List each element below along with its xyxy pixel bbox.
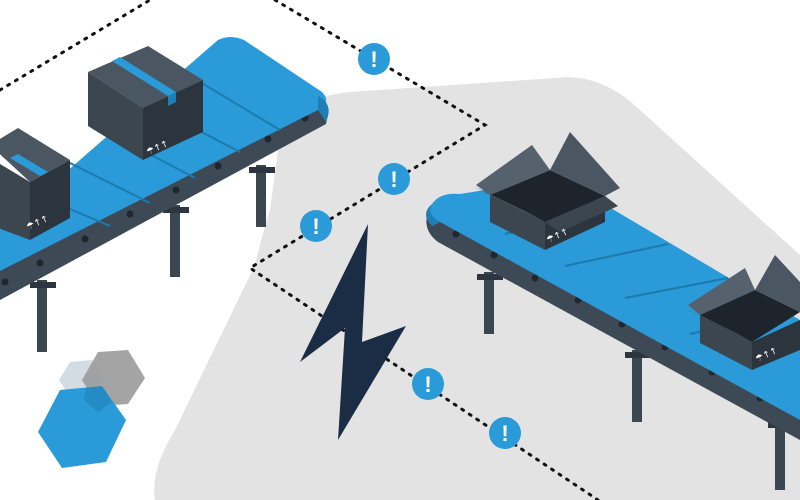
exclamation-circle-icon: ! bbox=[378, 163, 410, 195]
open-box-1: ☂↑↑ bbox=[473, 132, 620, 250]
exclamation-circle-icon: ! bbox=[300, 210, 332, 242]
right-belt-top bbox=[429, 178, 800, 420]
svg-text:!: ! bbox=[312, 214, 319, 239]
exclamation-circle-icon: ! bbox=[412, 368, 444, 400]
svg-text:!: ! bbox=[370, 47, 377, 72]
right-belt-end bbox=[426, 204, 440, 226]
right-belt-side bbox=[426, 212, 800, 440]
left-conveyor-legs bbox=[30, 165, 275, 352]
hexagon-cluster-icon bbox=[38, 350, 145, 468]
closed-box-2: ☂↑↑ bbox=[0, 128, 70, 240]
left-belt-top bbox=[0, 37, 327, 271]
svg-text:!: ! bbox=[501, 421, 508, 446]
closed-box-1: ☂↑↑ bbox=[88, 46, 203, 160]
lightning-bolt-icon bbox=[300, 224, 406, 440]
warning-icons: ! ! ! ! ! bbox=[300, 43, 521, 449]
exclamation-circle-icon: ! bbox=[358, 43, 390, 75]
left-belt-rollers bbox=[1, 114, 309, 286]
svg-text:!: ! bbox=[390, 167, 397, 192]
left-belt-end bbox=[318, 96, 329, 122]
left-belt-side bbox=[0, 108, 327, 300]
open-box-2: ☂↑↑ bbox=[685, 255, 800, 370]
exclamation-circle-icon: ! bbox=[489, 417, 521, 449]
svg-text:!: ! bbox=[424, 372, 431, 397]
right-conveyor bbox=[426, 178, 800, 490]
